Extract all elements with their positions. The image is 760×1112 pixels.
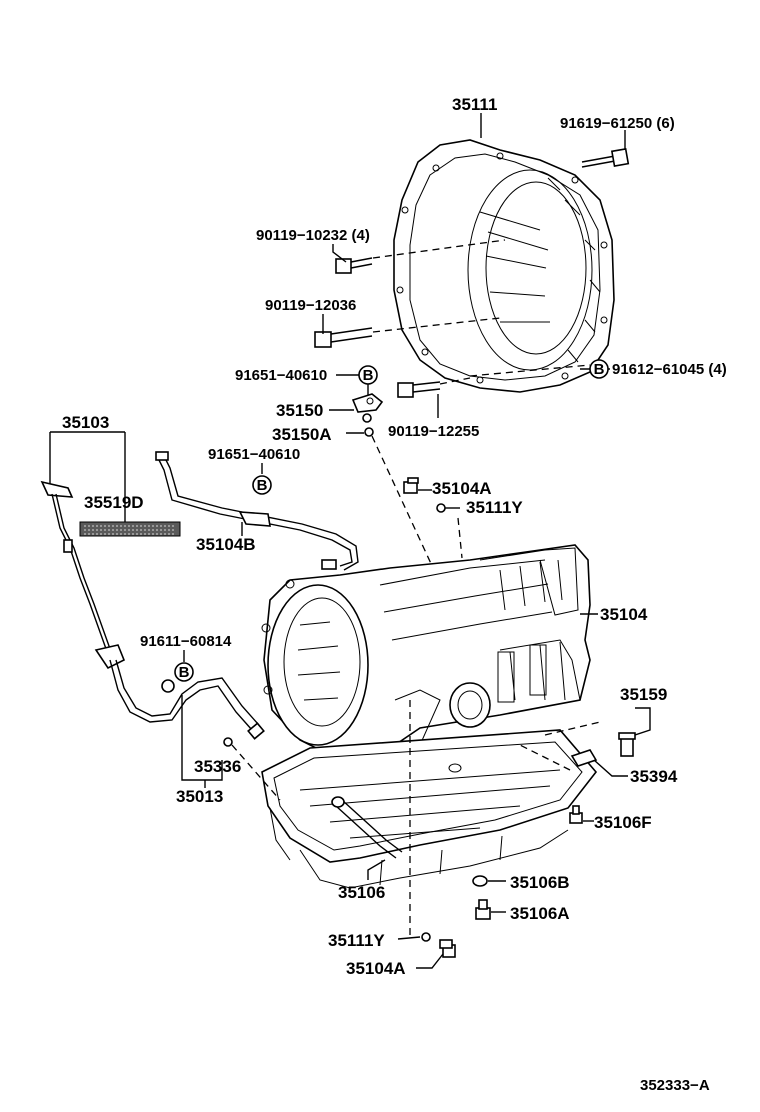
label-90119-10232: 90119−10232 (4) xyxy=(256,227,370,244)
gasket-35106B xyxy=(472,875,488,887)
label-35106F: 35106F xyxy=(594,813,652,832)
bolt-90119-10232 xyxy=(335,257,373,274)
label-35150: 35150 xyxy=(276,401,323,420)
label-35104A-bottom: 35104A xyxy=(346,959,406,978)
label-35150A: 35150A xyxy=(272,425,332,444)
b-circle-c: B xyxy=(174,662,194,682)
oring-35111Y-top xyxy=(436,503,446,513)
b-label-b: B xyxy=(257,477,268,494)
transmission-case-35104 xyxy=(261,544,591,761)
leader-lines xyxy=(49,113,651,969)
label-91651-40610-a: 91651−40610 xyxy=(235,367,327,384)
label-35106B: 35106B xyxy=(510,873,570,892)
switch-35159 xyxy=(618,732,636,757)
label-35111Y-top: 35111Y xyxy=(466,498,523,517)
label-35013: 35013 xyxy=(176,787,223,806)
plug-35106F xyxy=(569,805,583,824)
oring-35111Y-bottom xyxy=(421,932,431,942)
pad-35394 xyxy=(570,749,598,767)
b-circle-a: B xyxy=(358,365,378,385)
label-35519D: 35519D xyxy=(84,493,144,512)
label-35104: 35104 xyxy=(600,605,648,624)
b-label-c: B xyxy=(179,664,190,681)
plug-35104A-bottom xyxy=(439,939,456,958)
label-35104B: 35104B xyxy=(196,535,256,554)
gasket-strip-35519D xyxy=(79,521,181,537)
plug-35106A xyxy=(475,899,491,920)
speed-sensor-35150 xyxy=(351,393,384,437)
label-35103: 35103 xyxy=(62,413,109,432)
filler-tube-35104B xyxy=(155,451,359,571)
label-91611-60814: 91611−60814 xyxy=(140,633,232,650)
bolt-90119-12036 xyxy=(314,327,373,348)
bolt-91619-61250 xyxy=(581,147,630,168)
bolt-90119-12255 xyxy=(397,381,441,398)
oil-pan-35106 xyxy=(261,729,598,889)
label-91612-61045: 91612−61045 (4) xyxy=(612,361,727,378)
label-35106: 35106 xyxy=(338,883,385,902)
label-35106A: 35106A xyxy=(510,904,570,923)
label-91651-40610-b: 91651−40610 xyxy=(208,446,300,463)
strainer-tube xyxy=(331,796,403,859)
b-label-a: B xyxy=(363,367,374,384)
b-label-right: B xyxy=(594,361,605,378)
figure-reference: 352333−A xyxy=(640,1077,710,1094)
b-circle-right: B xyxy=(589,359,609,379)
label-35104A-top: 35104A xyxy=(432,479,492,498)
label-35336: 35336 xyxy=(194,757,241,776)
label-35111: 35111 xyxy=(452,95,497,114)
dipstick-tube-35013 xyxy=(109,659,265,747)
label-35394: 35394 xyxy=(630,767,678,786)
label-35111Y-bottom: 35111Y xyxy=(328,931,385,950)
label-91619-61250: 91619−61250 (6) xyxy=(560,115,675,132)
plug-35104A-top xyxy=(403,477,419,494)
label-90119-12255: 90119−12255 xyxy=(388,423,479,440)
label-90119-12036: 90119−12036 xyxy=(265,297,356,314)
b-circle-b: B xyxy=(252,475,272,495)
label-35159: 35159 xyxy=(620,685,667,704)
converter-housing xyxy=(393,139,615,393)
